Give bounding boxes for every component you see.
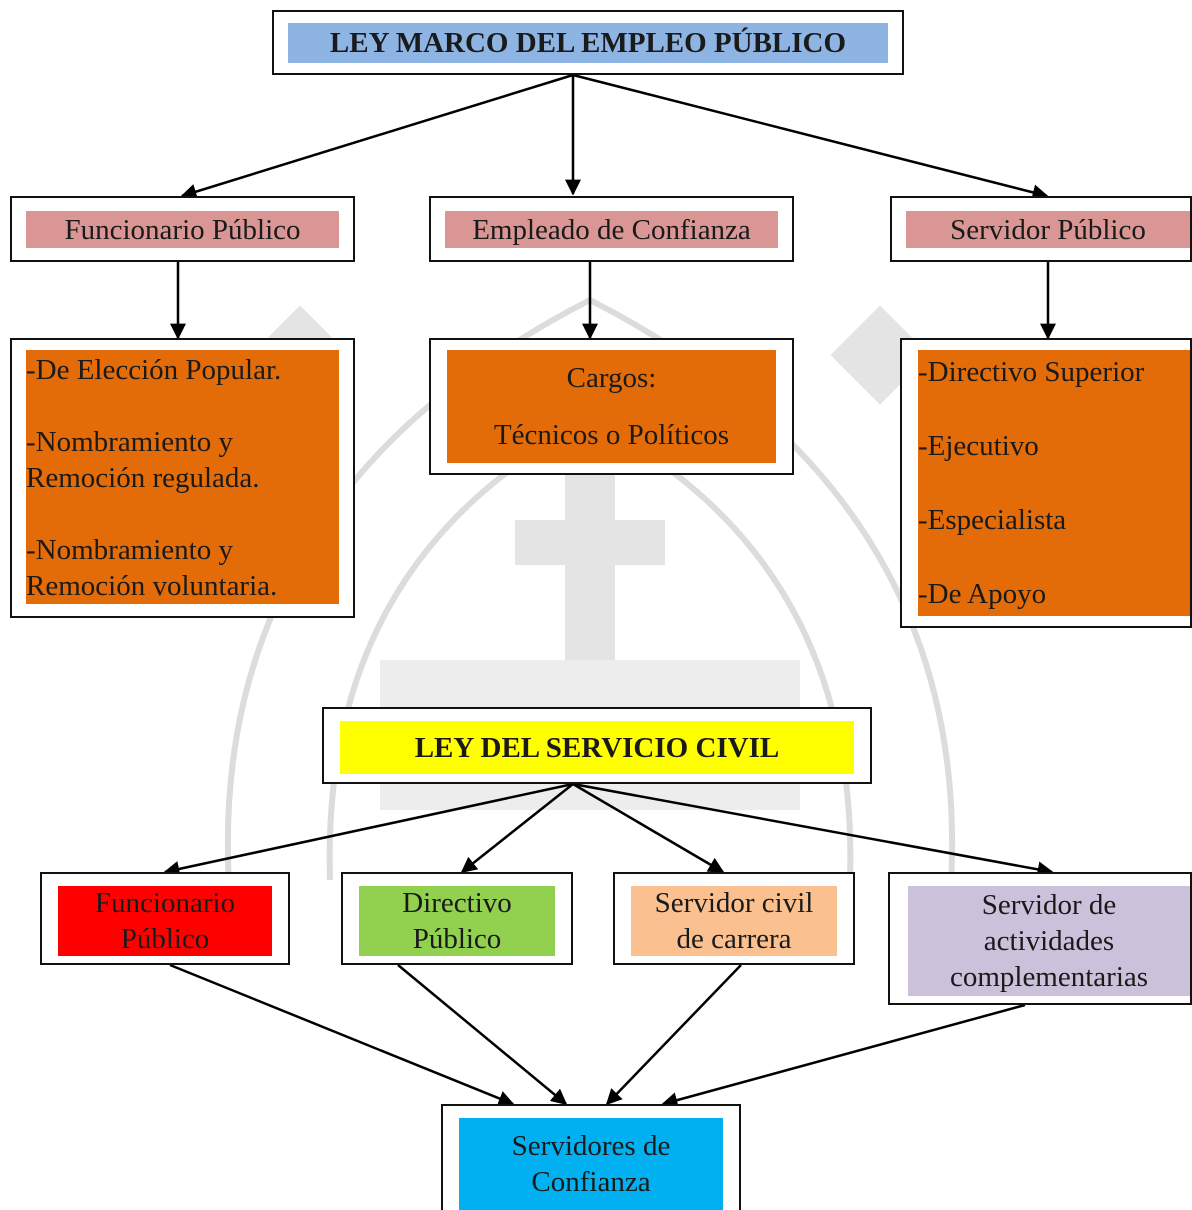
detail-servidor-line-1: -Directivo Superior — [918, 356, 1145, 388]
detail-funcionario-box: -De Elección Popular. -Nombramiento y Re… — [10, 338, 355, 618]
category-funcionario-publico-box: Funcionario Público — [10, 196, 355, 262]
civil-servidor-carrera-line-2: de carrera — [676, 923, 792, 955]
civil-funcionario-line-1: Funcionario — [94, 887, 236, 919]
detail-funcionario: -De Elección Popular. -Nombramiento y Re… — [26, 350, 339, 604]
detail-funcionario-line-5: Remoción voluntaria. — [26, 570, 278, 602]
civil-complementarias-line-3: complementarias — [949, 961, 1149, 993]
detail-servidor-box: -Directivo Superior -Ejecutivo -Especial… — [900, 338, 1192, 628]
arrow-b3-to-final — [605, 964, 742, 1106]
civil-servidor-complementarias-box: Servidor de actividades complementarias — [888, 872, 1192, 1005]
servidores-de-confianza: Servidores de Confianza — [459, 1118, 723, 1210]
title-ley-marco-box: LEY MARCO DEL EMPLEO PÚBLICO — [272, 10, 904, 75]
arrow-b2-to-final — [397, 964, 568, 1106]
servidores-confianza-line-1: Servidores de — [511, 1130, 671, 1162]
title-ley-marco: LEY MARCO DEL EMPLEO PÚBLICO — [288, 23, 888, 63]
category-servidor-publico: Servidor Público — [906, 211, 1190, 248]
category-empleado-de-confianza: Empleado de Confianza — [445, 211, 778, 248]
detail-servidor-line-4: -De Apoyo — [918, 578, 1047, 610]
civil-directivo-line-1: Directivo — [402, 887, 512, 919]
civil-directivo-publico-box: Directivo Público — [341, 872, 573, 965]
civil-servidor-complementarias: Servidor de actividades complementarias — [908, 886, 1190, 996]
detail-funcionario-line-2: -Nombramiento y — [26, 426, 233, 458]
arrow-b4-to-final — [661, 1003, 1026, 1108]
civil-funcionario-publico-box: Funcionario Público — [40, 872, 290, 965]
arrow-title2-to-b3 — [572, 782, 725, 874]
detail-funcionario-line-3: Remoción regulada. — [26, 462, 260, 494]
civil-complementarias-line-2: actividades — [983, 925, 1115, 957]
civil-directivo-publico: Directivo Público — [359, 886, 555, 956]
category-servidor-publico-box: Servidor Público — [890, 196, 1192, 262]
detail-funcionario-line-4: -Nombramiento y — [26, 534, 233, 566]
civil-funcionario-publico: Funcionario Público — [58, 886, 272, 956]
civil-servidor-carrera-line-1: Servidor civil — [654, 887, 814, 919]
civil-directivo-line-2: Público — [412, 923, 502, 955]
title-servicio-civil: LEY DEL SERVICIO CIVIL — [340, 721, 854, 774]
detail-empleado-line-1: Cargos: — [566, 362, 657, 395]
arrow-title2-to-b2 — [460, 783, 574, 873]
detail-empleado-box: Cargos: Técnicos o Políticos — [429, 338, 794, 475]
detail-funcionario-line-1: -De Elección Popular. — [26, 354, 282, 386]
civil-servidor-carrera-box: Servidor civil de carrera — [613, 872, 855, 965]
detail-empleado-line-2: Técnicos o Políticos — [493, 418, 730, 451]
detail-servidor-line-3: -Especialista — [918, 504, 1067, 536]
arrow-title2-to-b1 — [163, 782, 574, 877]
arrow-title1-to-cat3 — [572, 73, 1049, 201]
civil-funcionario-line-2: Público — [120, 923, 210, 955]
category-empleado-de-confianza-box: Empleado de Confianza — [429, 196, 794, 262]
arrow-b1-to-final — [169, 963, 515, 1107]
detail-servidor: -Directivo Superior -Ejecutivo -Especial… — [918, 350, 1190, 616]
arrow-title1-to-cat1 — [180, 73, 574, 200]
civil-servidor-carrera: Servidor civil de carrera — [631, 886, 837, 956]
servidores-de-confianza-box: Servidores de Confianza — [441, 1104, 741, 1210]
civil-complementarias-line-1: Servidor de — [981, 889, 1117, 921]
arrow-title2-to-b4 — [572, 782, 1054, 878]
detail-servidor-line-2: -Ejecutivo — [918, 430, 1039, 462]
detail-empleado: Cargos: Técnicos o Políticos — [447, 350, 776, 463]
category-funcionario-publico: Funcionario Público — [26, 211, 339, 248]
servidores-confianza-line-2: Confianza — [531, 1166, 651, 1198]
title-servicio-civil-box: LEY DEL SERVICIO CIVIL — [322, 707, 872, 784]
